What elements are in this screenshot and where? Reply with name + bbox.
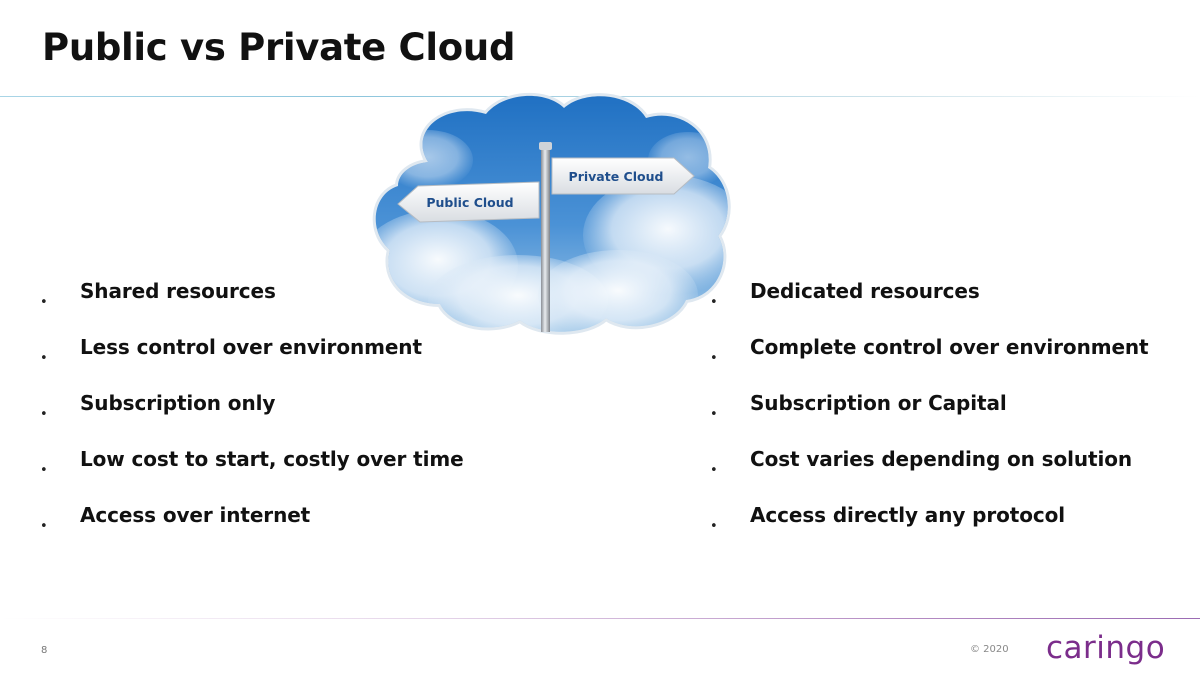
- list-item-text: Shared resources: [80, 279, 276, 303]
- bullet: •: [40, 463, 48, 478]
- list-item-text: Cost varies depending on solution: [750, 447, 1132, 471]
- copyright-notice: © 2020: [970, 644, 1009, 655]
- private-cloud-sign: [551, 157, 695, 195]
- bullet: •: [40, 407, 48, 422]
- bullet: •: [710, 407, 718, 422]
- bullet: •: [710, 351, 718, 366]
- bullet: •: [40, 519, 48, 534]
- list-item: • Complete control over environment: [710, 334, 1190, 390]
- slide-title: Public vs Private Cloud: [42, 26, 516, 69]
- caringo-logo: caringo: [1046, 630, 1165, 666]
- list-item: • Shared resources: [40, 278, 640, 334]
- list-item-text: Access over internet: [80, 503, 311, 527]
- list-item-text: Less control over environment: [80, 335, 422, 359]
- bullet: •: [40, 351, 48, 366]
- bullet: •: [710, 295, 718, 310]
- list-item-text: Complete control over environment: [750, 335, 1149, 359]
- bullet: •: [40, 295, 48, 310]
- list-item: • Cost varies depending on solution: [710, 446, 1190, 502]
- list-item-text: Access directly any protocol: [750, 503, 1066, 527]
- private-cloud-list: • Dedicated resources • Complete control…: [710, 278, 1190, 558]
- list-item: • Low cost to start, costly over time: [40, 446, 640, 502]
- caringo-logo-wordmark: caringo: [1046, 630, 1165, 666]
- bullet: •: [710, 463, 718, 478]
- private-cloud-sign-label: Private Cloud: [569, 169, 664, 184]
- list-item-text: Subscription only: [80, 391, 276, 415]
- list-item: • Less control over environment: [40, 334, 640, 390]
- list-item-text: Low cost to start, costly over time: [80, 447, 464, 471]
- list-item-text: Dedicated resources: [750, 279, 980, 303]
- signpost-pole: [541, 146, 550, 332]
- list-item: • Subscription only: [40, 390, 640, 446]
- list-item: • Access over internet: [40, 502, 640, 558]
- public-cloud-list: • Shared resources • Less control over e…: [40, 278, 640, 558]
- list-item: • Dedicated resources: [710, 278, 1190, 334]
- public-cloud-sign: [397, 181, 540, 223]
- bullet: •: [710, 519, 718, 534]
- list-item-text: Subscription or Capital: [750, 391, 1007, 415]
- cloud-signpost-image: Private Cloud Public Cloud: [372, 93, 731, 335]
- page-number: 8: [41, 645, 48, 656]
- list-item: • Access directly any protocol: [710, 502, 1190, 558]
- list-item: • Subscription or Capital: [710, 390, 1190, 446]
- public-cloud-sign-label: Public Cloud: [426, 195, 513, 210]
- footer-divider: [0, 618, 1200, 619]
